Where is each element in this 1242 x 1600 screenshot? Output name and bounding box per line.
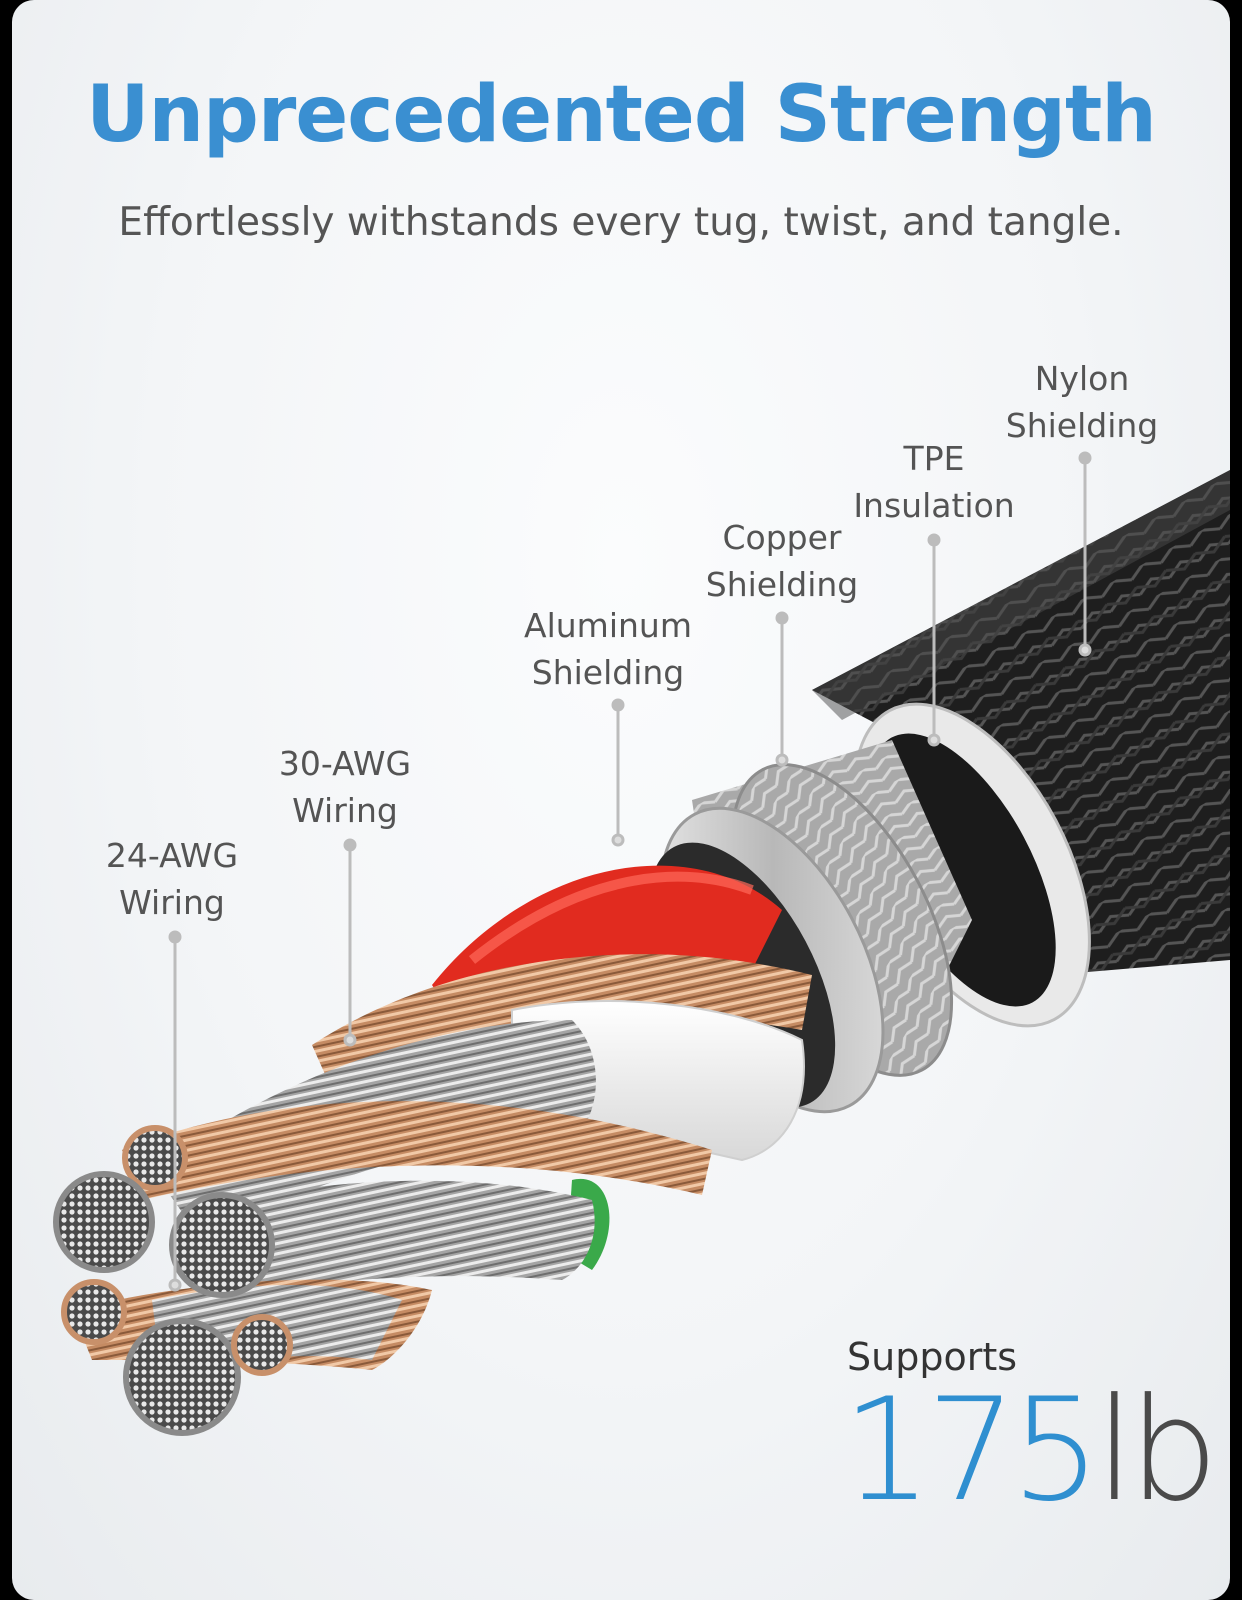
strand-end <box>122 1125 188 1191</box>
strand-end <box>169 1192 275 1298</box>
callout-lines <box>168 451 1092 1292</box>
strand-end <box>231 1314 293 1376</box>
label-line: Shielding <box>705 565 859 604</box>
label-line: Nylon <box>1034 359 1130 398</box>
label-line: Shielding <box>1005 406 1159 445</box>
label-line: Wiring <box>292 791 398 830</box>
label-copper-shielding: Copper Shielding <box>692 514 872 608</box>
label-30awg-wiring: 30-AWG Wiring <box>255 740 435 834</box>
strand-end <box>53 1171 155 1273</box>
strand-end <box>61 1279 127 1345</box>
label-line: 30-AWG <box>278 744 412 783</box>
strand-end <box>123 1318 241 1436</box>
headline: Unprecedented Strength <box>86 70 1157 160</box>
label-line: Wiring <box>119 883 225 922</box>
label-line: Insulation <box>853 486 1015 525</box>
label-line: TPE <box>903 439 965 478</box>
label-24awg-wiring: 24-AWG Wiring <box>82 832 262 926</box>
label-line: Shielding <box>531 653 685 692</box>
strength-number: 175 <box>842 1368 1101 1533</box>
banner-panel: Unprecedented Strength Effortlessly with… <box>12 0 1230 1600</box>
label-nylon-shielding: Nylon Shielding <box>997 355 1167 449</box>
silver-wire-lower <box>182 1180 595 1300</box>
copper-wire-upper <box>312 954 812 1090</box>
strength-value: 175lb <box>842 1380 1219 1522</box>
cable-cross-section-illustration <box>53 451 1230 1436</box>
nylon-jacket <box>812 470 1230 975</box>
label-line: Aluminum <box>524 606 692 645</box>
label-line: Copper <box>722 518 842 557</box>
label-line: 24-AWG <box>105 836 239 875</box>
label-aluminum-shielding: Aluminum Shielding <box>508 602 708 696</box>
copper-wire-lower <box>122 1101 712 1200</box>
strength-unit: lb <box>1095 1368 1219 1533</box>
subheadline: Effortlessly withstands every tug, twist… <box>118 200 1124 245</box>
supports-label: Supports <box>847 1335 1018 1379</box>
label-tpe-insulation: TPE Insulation <box>844 435 1024 529</box>
